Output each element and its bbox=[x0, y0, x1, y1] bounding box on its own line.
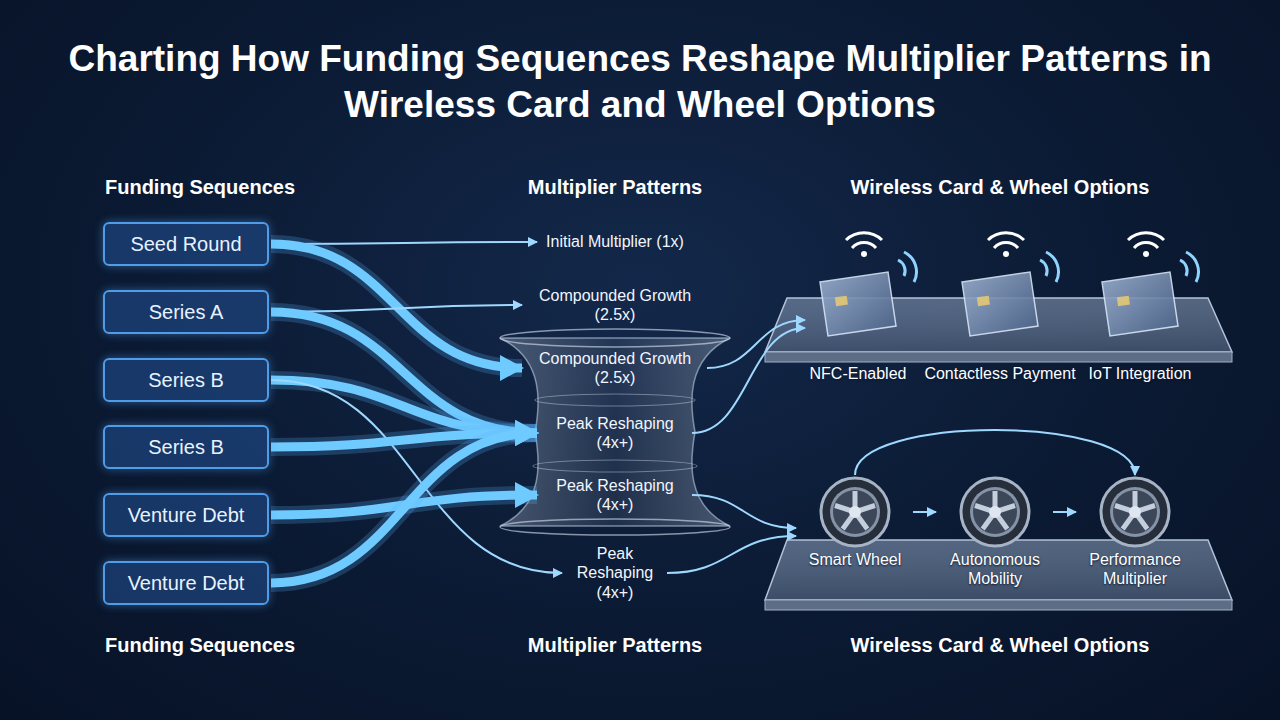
card-option: IoT Integration bbox=[1089, 238, 1192, 383]
thin-arrow bbox=[692, 328, 805, 433]
node-text: Venture Debt bbox=[128, 572, 245, 595]
hourglass-ring bbox=[500, 329, 730, 347]
multiplier-label: Peak Reshaping (4x+) bbox=[540, 414, 690, 452]
funding-box: Series B bbox=[103, 358, 269, 402]
wheel-icon bbox=[821, 478, 889, 546]
flow-arrow bbox=[271, 312, 537, 433]
multiplier-label: Peak Reshaping (4x+) bbox=[565, 544, 665, 602]
thin-arrow bbox=[271, 380, 562, 573]
node-text: Series B bbox=[148, 369, 224, 392]
thin-arrow bbox=[855, 430, 1135, 475]
wheel-option: Performance Multiplier bbox=[1079, 478, 1191, 588]
funding-box: Series B bbox=[103, 425, 269, 469]
wheel-option: Smart Wheel bbox=[799, 478, 911, 569]
wheel-icon bbox=[961, 478, 1029, 546]
card-icon bbox=[962, 233, 1058, 336]
connector-glow bbox=[271, 433, 537, 583]
hourglass-ring bbox=[535, 394, 695, 406]
node-text: Series A bbox=[149, 301, 223, 324]
column-header: Funding Sequences bbox=[105, 634, 295, 657]
thin-arrow bbox=[707, 320, 805, 368]
funding-box: Seed Round bbox=[103, 222, 269, 266]
flow-arrow bbox=[271, 433, 537, 583]
wheel-option: Autonomous Mobility bbox=[939, 478, 1051, 588]
wheel-icon bbox=[1101, 478, 1169, 546]
thin-arrow bbox=[1053, 511, 1076, 513]
multiplier-label: Compounded Growth (2.5x) bbox=[525, 286, 705, 324]
node-text: Peak Reshaping (4x+) bbox=[540, 476, 690, 514]
node-text: Compounded Growth (2.5x) bbox=[525, 349, 705, 387]
node-text: Performance Multiplier bbox=[1079, 550, 1191, 588]
platform-edge bbox=[765, 352, 1232, 362]
node-text: Contactless Payment bbox=[924, 364, 1075, 383]
node-text: IoT Integration bbox=[1089, 364, 1192, 383]
node-text: Seed Round bbox=[130, 233, 241, 256]
node-text: Autonomous Mobility bbox=[939, 550, 1051, 588]
multiplier-label: Peak Reshaping (4x+) bbox=[540, 476, 690, 514]
card-option: Contactless Payment bbox=[924, 238, 1075, 383]
column-header: Wireless Card & Wheel Options bbox=[851, 176, 1150, 199]
node-text: NFC-Enabled bbox=[808, 364, 908, 383]
column-header: Multiplier Patterns bbox=[528, 176, 702, 199]
multiplier-label: Initial Multiplier (1x) bbox=[540, 232, 690, 251]
column-header: Multiplier Patterns bbox=[528, 634, 702, 657]
connector-glow bbox=[271, 244, 522, 368]
column-header: Funding Sequences bbox=[105, 176, 295, 199]
node-text: Compounded Growth (2.5x) bbox=[525, 286, 705, 324]
column-header: Wireless Card & Wheel Options bbox=[851, 634, 1150, 657]
funding-box: Series A bbox=[103, 290, 269, 334]
platform-edge bbox=[765, 600, 1232, 610]
node-text: Initial Multiplier (1x) bbox=[540, 232, 690, 251]
card-option: NFC-Enabled bbox=[808, 238, 908, 383]
node-text: Venture Debt bbox=[128, 504, 245, 527]
node-text: Smart Wheel bbox=[799, 550, 911, 569]
thin-arrow bbox=[913, 511, 936, 513]
node-text: Series B bbox=[148, 436, 224, 459]
card-icon bbox=[820, 233, 916, 336]
platform bbox=[765, 540, 1232, 600]
funding-box: Venture Debt bbox=[103, 493, 269, 537]
node-text: Peak Reshaping (4x+) bbox=[565, 544, 665, 602]
hourglass-ring bbox=[500, 519, 730, 535]
funding-box: Venture Debt bbox=[103, 561, 269, 605]
flow-arrow bbox=[271, 244, 522, 368]
thin-arrow bbox=[692, 495, 796, 528]
diagram-title: Charting How Funding Sequences Reshape M… bbox=[0, 36, 1280, 129]
node-text: Peak Reshaping (4x+) bbox=[540, 414, 690, 452]
card-icon bbox=[1102, 233, 1198, 336]
thin-arrow bbox=[667, 536, 796, 573]
multiplier-label: Compounded Growth (2.5x) bbox=[525, 349, 705, 387]
connector-glow bbox=[271, 312, 537, 433]
hourglass-ring bbox=[533, 460, 697, 472]
